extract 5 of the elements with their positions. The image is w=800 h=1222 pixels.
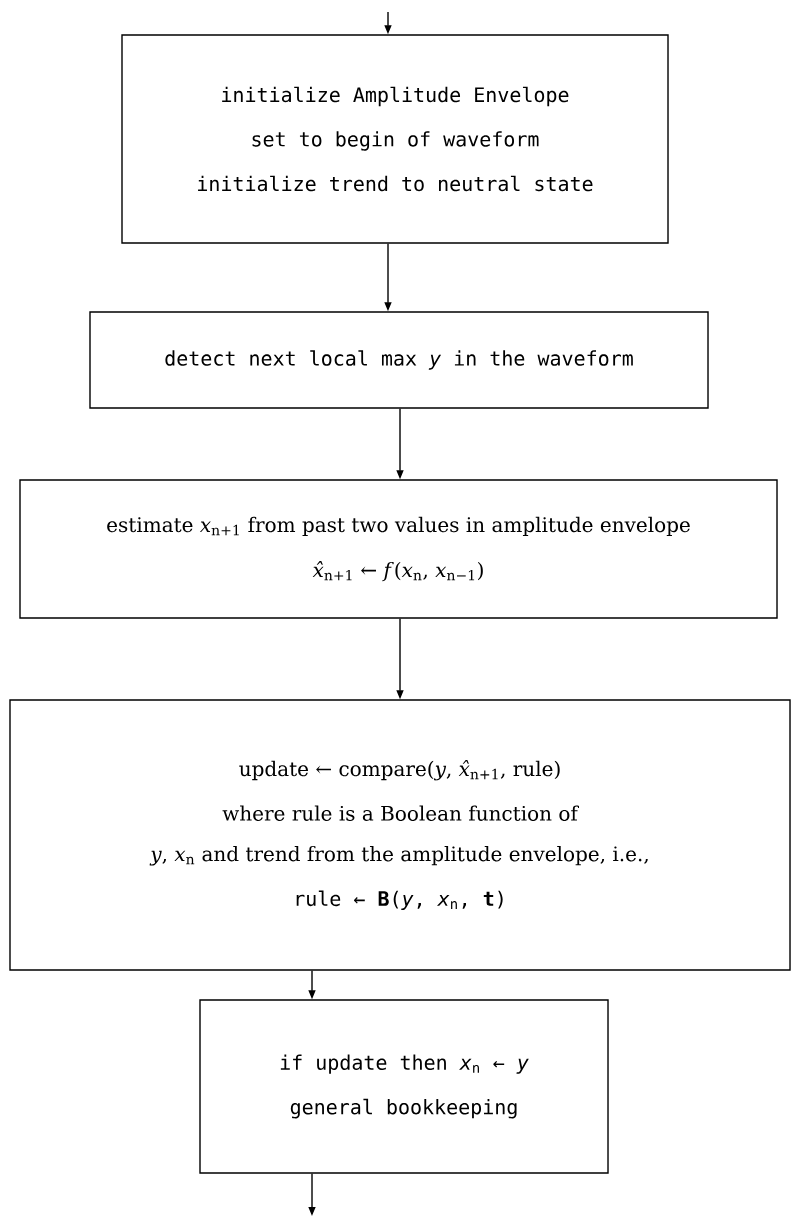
process-box: update ← compare(y, x̂$_{n+1}$, rule) where rule is a Boolean function of y, x$_{n}$ and trend from the amplitude envelope, i.e., rule ← B(y, x$_{n}$, t)	[9, 699, 791, 971]
process-box: if update then x$_{n}$ ← y general bookkeeping	[199, 999, 609, 1174]
process-box: detect next local max y in the waveform	[89, 311, 709, 409]
process-box: initialize Amplitude Envelope set to begin of waveform initialize trend to neutral state	[121, 34, 669, 244]
process-box: estimate x$_{n+1}$ from past two values in amplitude envelope x̂$_{n+1}$ ← f(x$_{n}$, x$_{n−1}$)	[19, 479, 778, 619]
